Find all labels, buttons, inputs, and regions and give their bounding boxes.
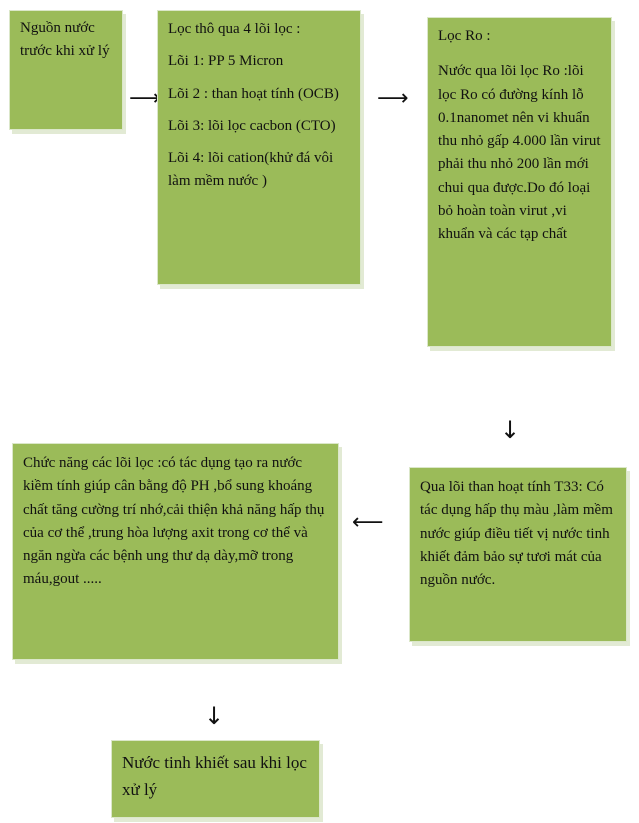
ro-filter-title: Lọc Ro : [438, 28, 491, 44]
source-water-text: Nguồn nước trước khi xử lý [20, 20, 110, 60]
arrow-left: ⟵ [352, 510, 384, 535]
coarse-filter-title: Lọc thô qua 4 lõi lọc : [168, 21, 301, 37]
core-functions-box: Chức năng các lõi lọc :có tác dụng tạo r… [12, 443, 339, 660]
purified-water-box: Nước tinh khiết sau khi lọc xử lý [111, 740, 320, 818]
coarse-filter-core-4: Lõi 4: lõi cation(khử đá vôi làm mềm nướ… [168, 150, 334, 190]
coarse-filter-core-2: Lõi 2 : than hoạt tính (OCB) [168, 85, 339, 102]
purified-water-text: Nước tinh khiết sau khi lọc xử lý [122, 753, 307, 800]
arrow-right-1: ⟶ [129, 86, 161, 111]
t33-filter-box: Qua lõi than hoạt tính T33: Có tác dụng … [409, 467, 627, 642]
t33-filter-text: Qua lõi than hoạt tính T33: Có tác dụng … [420, 479, 613, 588]
ro-filter-box: Lọc Ro : Nước qua lõi lọc Ro :lõi lọc Ro… [427, 17, 612, 347]
coarse-filter-core-1: Lõi 1: PP 5 Micron [168, 53, 284, 70]
arrow-down-2: ↓ [204, 702, 225, 730]
arrow-down-1: ↓ [500, 416, 521, 444]
coarse-filter-box: Lọc thô qua 4 lõi lọc : Lõi 1: PP 5 Micr… [157, 10, 361, 285]
ro-filter-body: Nước qua lõi lọc Ro :lõi lọc Ro có đường… [438, 63, 601, 242]
arrow-right-2: ⟶ [377, 86, 409, 111]
core-functions-text: Chức năng các lõi lọc :có tác dụng tạo r… [23, 455, 325, 588]
coarse-filter-core-3: Lõi 3: lõi lọc cacbon (CTO) [168, 117, 336, 134]
source-water-box: Nguồn nước trước khi xử lý [9, 10, 123, 130]
